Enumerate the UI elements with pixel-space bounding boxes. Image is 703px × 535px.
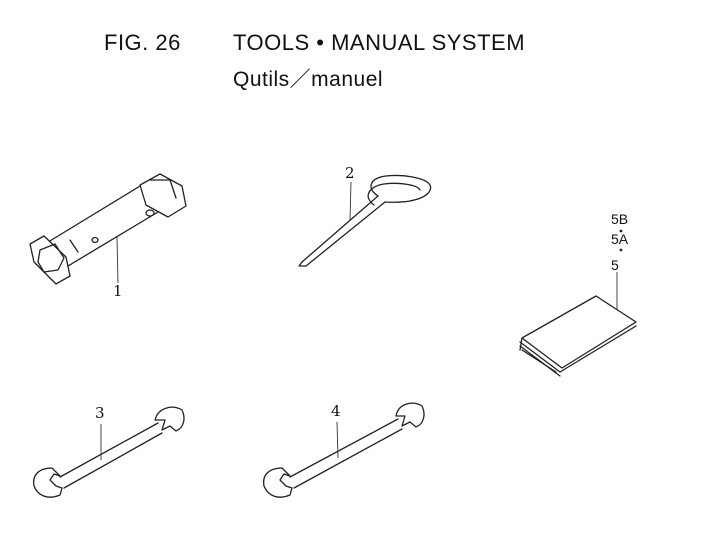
open-end-wrench-icon xyxy=(262,402,425,498)
callout-3: 3 xyxy=(95,404,105,422)
callout-5b: 5B xyxy=(611,211,628,227)
callout-2: 2 xyxy=(345,164,355,182)
open-end-wrench-icon xyxy=(32,406,185,498)
box-wrench-icon xyxy=(29,173,187,285)
manual-booklet-icon xyxy=(519,229,637,377)
callout-5: 5 xyxy=(611,257,619,273)
figure-subtitle: Qutils／manuel xyxy=(233,68,384,91)
pin-tool-icon xyxy=(298,174,432,267)
figure-title: TOOLS • MANUAL SYSTEM xyxy=(233,30,526,55)
callout-5a: 5A xyxy=(611,231,629,247)
callout-4: 4 xyxy=(331,402,341,420)
figure-number: FIG. 26 xyxy=(104,30,181,55)
callout-1: 1 xyxy=(113,282,123,300)
